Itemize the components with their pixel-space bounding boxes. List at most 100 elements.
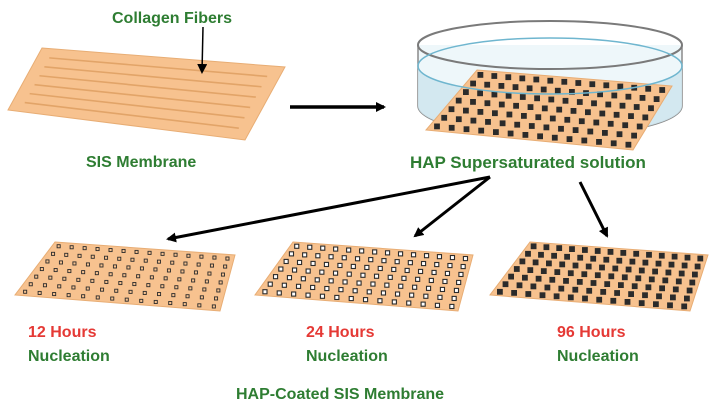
crystal — [572, 262, 579, 269]
crystal — [391, 299, 397, 305]
crystal — [665, 269, 672, 276]
crystal — [563, 278, 569, 284]
dish-crystal — [596, 139, 602, 145]
crystal — [69, 245, 74, 250]
crystal — [62, 276, 67, 281]
dish-crystal — [470, 117, 477, 124]
dish-crystal — [570, 108, 577, 114]
crystal — [295, 283, 302, 289]
dish-crystal — [513, 102, 519, 109]
crystal — [633, 250, 640, 257]
crystal — [66, 293, 71, 298]
crystal — [686, 287, 693, 294]
crystal — [283, 258, 289, 265]
crystal — [604, 281, 611, 287]
dish-crystal — [512, 84, 519, 90]
crystal — [599, 264, 605, 271]
crystal — [460, 263, 466, 270]
dish-crystal — [628, 113, 634, 119]
crystal — [90, 254, 95, 259]
crystal — [174, 285, 179, 290]
crystal — [594, 248, 601, 254]
dish-crystal — [498, 101, 505, 108]
crystal — [328, 254, 334, 260]
crystal — [302, 252, 308, 258]
crystal — [635, 275, 642, 282]
crystal — [315, 253, 321, 259]
crystal — [681, 262, 688, 269]
crystal — [95, 295, 100, 300]
crystal — [653, 301, 659, 308]
crystal — [72, 261, 77, 266]
crystal — [398, 283, 404, 289]
crystal — [600, 289, 607, 295]
dish-crystal — [549, 115, 556, 122]
crystal — [652, 268, 658, 275]
crystal — [662, 277, 669, 284]
crystal — [621, 274, 628, 281]
crystal — [404, 267, 410, 274]
crystal — [569, 246, 575, 252]
crystal — [82, 246, 87, 251]
crystal — [642, 259, 649, 266]
collagen-fiber — [34, 83, 251, 109]
collagen-fiber — [49, 57, 268, 78]
dish-crystal — [625, 141, 632, 148]
crystal — [346, 247, 352, 253]
crystal — [121, 248, 126, 253]
dish-crystal — [506, 111, 513, 118]
dish-crystal — [554, 87, 561, 94]
arrow-to-12h — [166, 175, 491, 243]
crystal — [658, 252, 665, 259]
crystal — [447, 262, 453, 269]
crystal — [428, 277, 434, 284]
dish-crystal — [585, 109, 591, 116]
crystal — [394, 259, 400, 265]
crystal — [380, 290, 387, 296]
dish-crystal — [603, 82, 610, 89]
crystal — [646, 251, 652, 258]
crystal — [659, 285, 665, 292]
dish-crystal — [611, 92, 618, 99]
crystal — [420, 260, 427, 267]
crystal — [437, 294, 443, 300]
crystal-grid-24h — [262, 243, 469, 310]
dish-crystal — [448, 124, 455, 131]
crystal — [341, 255, 347, 261]
crystal — [291, 267, 298, 273]
crystal — [436, 254, 443, 260]
crystal — [368, 257, 374, 263]
dish-crystal — [589, 81, 596, 88]
crystal — [581, 271, 588, 278]
crystal — [625, 266, 632, 273]
membrane-12h — [14, 241, 236, 312]
crystal — [348, 295, 354, 302]
crystal — [527, 267, 534, 273]
stage-24h-time: 24 Hours — [306, 324, 375, 341]
crystal — [462, 255, 469, 262]
dish-crystal — [616, 131, 623, 138]
crystal — [48, 275, 53, 280]
dish-crystal — [505, 92, 512, 99]
collagen-fibers-label: Collagen Fibers — [112, 10, 233, 27]
collagen-fiber-lines — [24, 57, 268, 129]
crystal — [618, 282, 624, 288]
crystal — [397, 251, 404, 257]
crystal — [616, 257, 623, 264]
stage-12h-process: Nucleation — [28, 348, 110, 365]
crystal — [401, 275, 407, 281]
crystal — [549, 276, 556, 283]
crystal — [671, 253, 678, 260]
crystal — [143, 258, 148, 263]
crystal — [556, 245, 563, 251]
dish-crystal — [610, 140, 617, 147]
crystal — [406, 300, 412, 306]
crystal — [28, 282, 33, 287]
dish-crystal — [602, 130, 608, 136]
crystal — [582, 247, 588, 253]
crystal — [64, 252, 69, 257]
crystal — [223, 264, 228, 269]
dish-crystal — [625, 93, 632, 100]
crystal — [147, 250, 152, 255]
dish-crystal — [564, 116, 571, 123]
